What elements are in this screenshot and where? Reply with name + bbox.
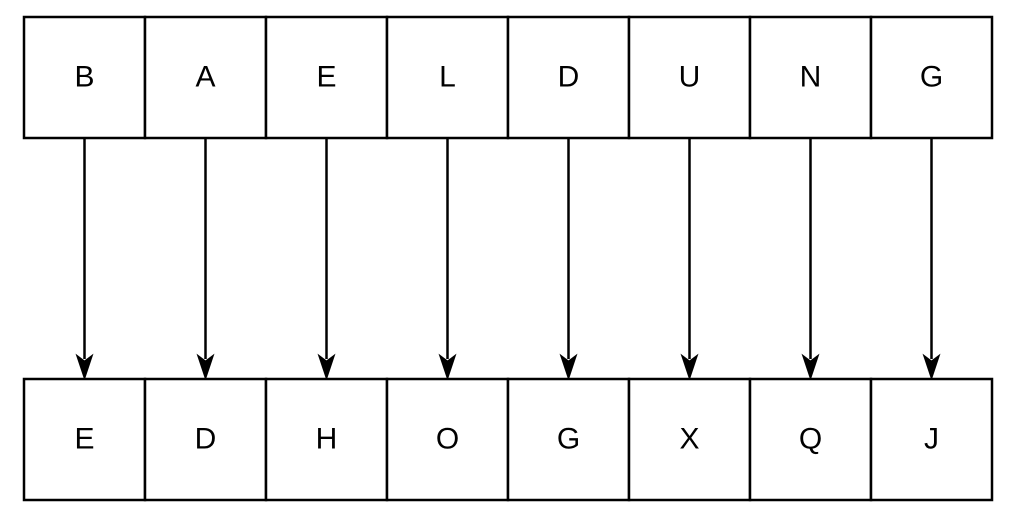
ciphertext-cell: X bbox=[627, 377, 752, 502]
plaintext-letter: U bbox=[679, 60, 701, 93]
plaintext-cell-box bbox=[22, 15, 147, 140]
plaintext-cell: B bbox=[22, 15, 147, 140]
plaintext-letter: L bbox=[439, 60, 456, 93]
mapping-arrow bbox=[922, 138, 941, 381]
plaintext-cell: L bbox=[385, 15, 510, 140]
ciphertext-cell-box bbox=[22, 377, 147, 502]
plaintext-letter: G bbox=[920, 60, 943, 93]
mapping-arrow bbox=[317, 138, 336, 381]
ciphertext-letter: X bbox=[679, 422, 699, 455]
mapping-arrow bbox=[196, 138, 215, 381]
plaintext-cell-box bbox=[143, 15, 268, 140]
mapping-arrow bbox=[680, 138, 699, 381]
ciphertext-cell: J bbox=[869, 377, 994, 502]
plaintext-letter: N bbox=[800, 60, 822, 93]
ciphertext-cell: E bbox=[22, 377, 147, 502]
ciphertext-letter: Q bbox=[799, 422, 822, 455]
ciphertext-letter: J bbox=[924, 422, 939, 455]
ciphertext-cell-box bbox=[385, 377, 510, 502]
plaintext-cell-box bbox=[869, 15, 994, 140]
plaintext-letter: A bbox=[195, 60, 215, 93]
mapping-arrow bbox=[559, 138, 578, 381]
plaintext-cell: D bbox=[506, 15, 631, 140]
ciphertext-letter: H bbox=[316, 422, 338, 455]
ciphertext-cell-box bbox=[869, 377, 994, 502]
plaintext-letter: D bbox=[558, 60, 580, 93]
ciphertext-cell: H bbox=[264, 377, 389, 502]
ciphertext-cell: D bbox=[143, 377, 268, 502]
ciphertext-letter: E bbox=[74, 422, 94, 455]
plaintext-cell-box bbox=[264, 15, 389, 140]
arrow-head bbox=[438, 353, 457, 381]
arrow-head bbox=[196, 353, 215, 381]
arrow-head bbox=[75, 353, 94, 381]
mapping-arrow bbox=[438, 138, 457, 381]
plaintext-cell: U bbox=[627, 15, 752, 140]
ciphertext-cell-box bbox=[143, 377, 268, 502]
ciphertext-cell: G bbox=[506, 377, 631, 502]
arrow-head bbox=[317, 353, 336, 381]
ciphertext-letter: G bbox=[557, 422, 580, 455]
plaintext-letter: B bbox=[74, 60, 94, 93]
plaintext-letter: E bbox=[316, 60, 336, 93]
plaintext-cell: E bbox=[264, 15, 389, 140]
plaintext-cell-box bbox=[627, 15, 752, 140]
ciphertext-cell-box bbox=[627, 377, 752, 502]
mapping-arrow bbox=[801, 138, 820, 381]
plaintext-cell: A bbox=[143, 15, 268, 140]
ciphertext-cell-box bbox=[748, 377, 873, 502]
ciphertext-letter: O bbox=[436, 422, 459, 455]
plaintext-cell: N bbox=[748, 15, 873, 140]
arrow-head bbox=[922, 353, 941, 381]
mapping-arrow bbox=[75, 138, 94, 381]
ciphertext-letter: D bbox=[195, 422, 217, 455]
ciphertext-cell: O bbox=[385, 377, 510, 502]
ciphertext-cell-box bbox=[506, 377, 631, 502]
mapping-arrows bbox=[75, 138, 941, 381]
arrow-head bbox=[680, 353, 699, 381]
plaintext-cell: G bbox=[869, 15, 994, 140]
ciphertext-cell: Q bbox=[748, 377, 873, 502]
arrow-head bbox=[801, 353, 820, 381]
ciphertext-cell-box bbox=[264, 377, 389, 502]
arrow-head bbox=[559, 353, 578, 381]
